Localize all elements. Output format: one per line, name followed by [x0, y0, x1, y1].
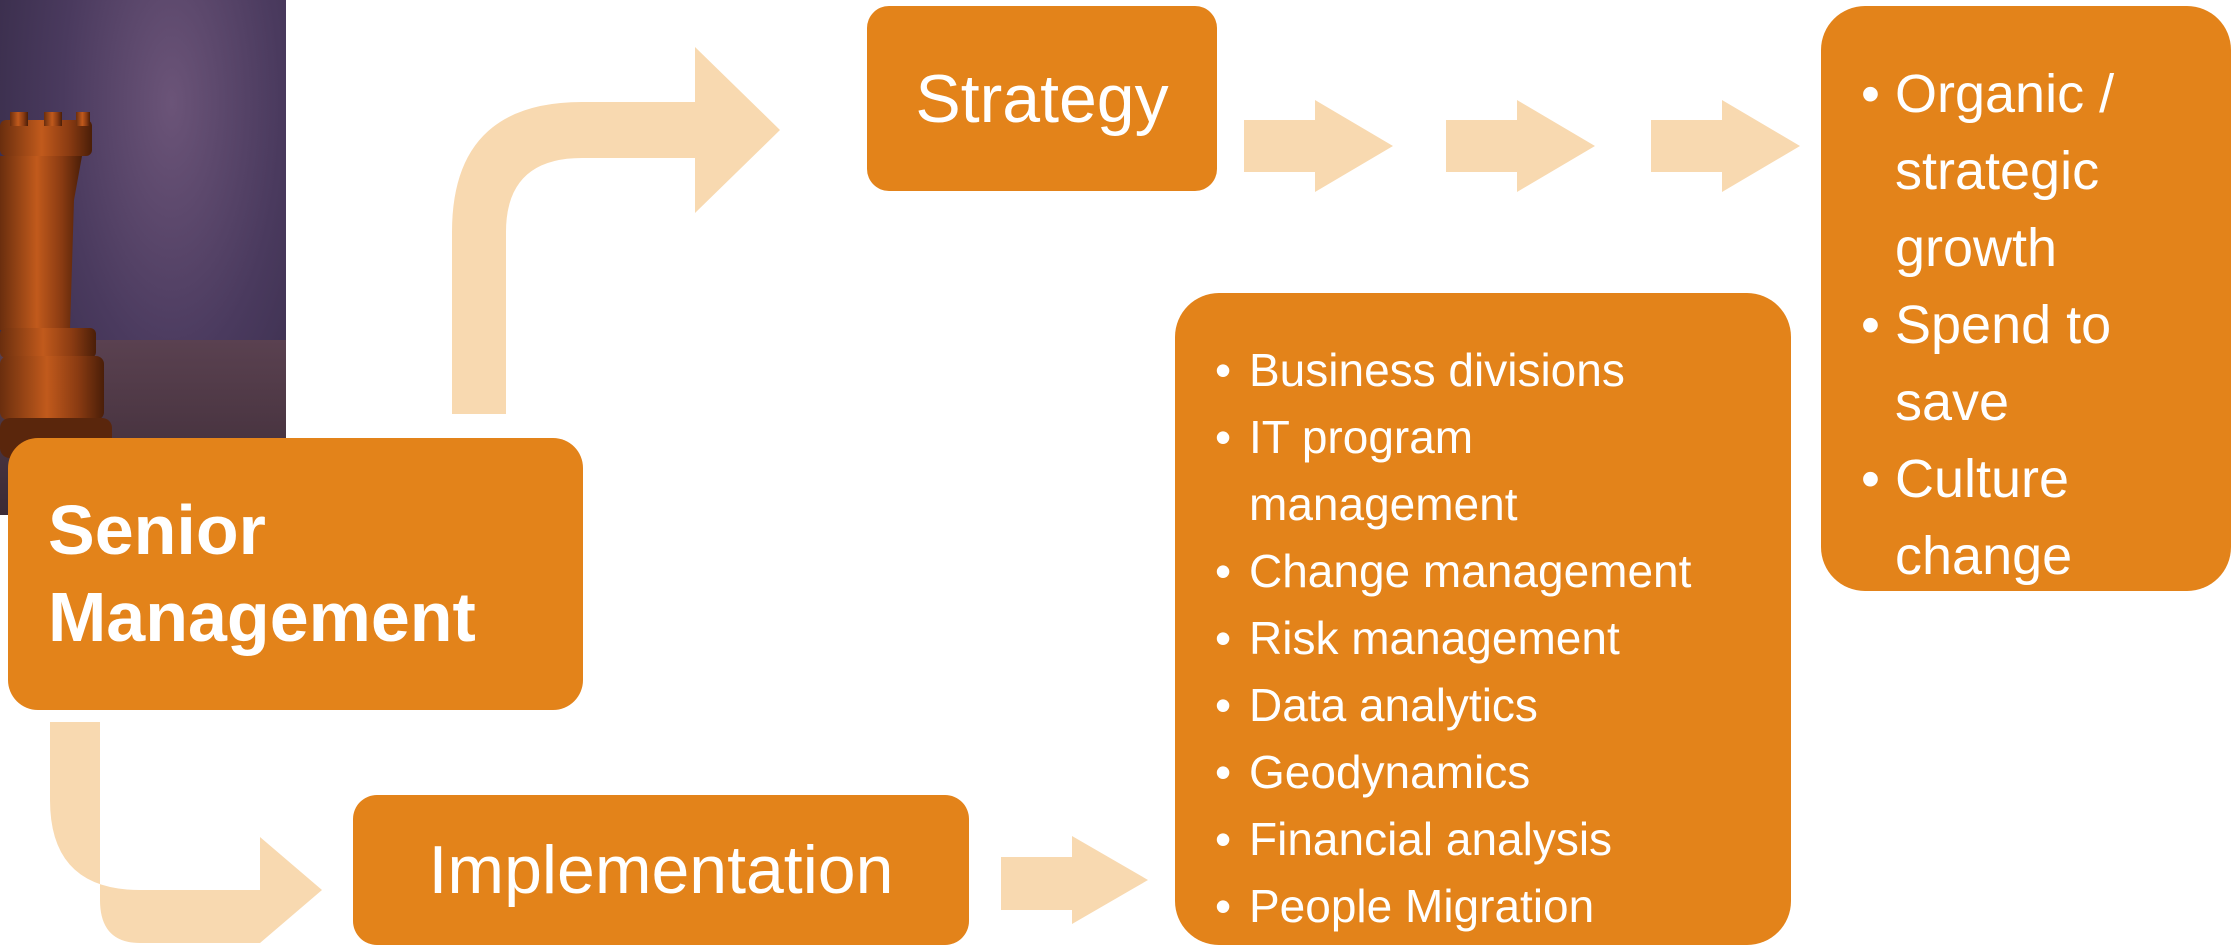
- functions-list-item: Change management: [1215, 538, 1791, 605]
- strategy-box: Strategy: [867, 6, 1217, 191]
- implementation-box: Implementation: [353, 795, 969, 945]
- functions-list-item: Business divisions: [1215, 337, 1791, 404]
- senior-management-line1: Senior: [48, 490, 266, 569]
- arrow-implementation-to-functions: [1001, 836, 1148, 924]
- outcomes-list-item: Organic / strategic growth: [1861, 56, 2191, 287]
- implementation-label: Implementation: [428, 832, 894, 908]
- arrow-strategy-to-outcomes-3: [1651, 100, 1800, 192]
- functions-list-item-text: IT program management: [1249, 411, 1518, 530]
- chess-rook-icon: [0, 112, 112, 458]
- outcomes-list-item: Spend to save: [1861, 287, 2191, 441]
- functions-list-item: Data analytics: [1215, 672, 1791, 739]
- functions-box: Business divisions IT program management…: [1175, 293, 1791, 945]
- arrow-strategy-to-outcomes-2: [1446, 100, 1595, 192]
- strategy-label: Strategy: [915, 60, 1169, 137]
- outcomes-list: Organic / strategic growth Spend to save…: [1861, 56, 2191, 595]
- functions-list: Business divisions IT program management…: [1215, 337, 1791, 940]
- senior-management-box: Senior Management: [8, 438, 583, 710]
- senior-management-line2: Management: [48, 578, 476, 656]
- functions-list-item: People Migration: [1215, 873, 1791, 940]
- functions-list-item: Risk management: [1215, 605, 1791, 672]
- functions-list-item: IT program management: [1215, 404, 1719, 538]
- chess-rook-photo: [0, 0, 286, 515]
- functions-list-item: Geodynamics: [1215, 739, 1791, 806]
- functions-list-item: Financial analysis: [1215, 806, 1791, 873]
- arrow-strategy-to-outcomes-1: [1244, 100, 1393, 192]
- arrow-senior-to-implementation: [50, 722, 322, 943]
- outcomes-box: Organic / strategic growth Spend to save…: [1821, 6, 2231, 591]
- arrow-senior-to-strategy: [452, 47, 780, 414]
- outcomes-list-item: Culture change: [1861, 441, 2191, 595]
